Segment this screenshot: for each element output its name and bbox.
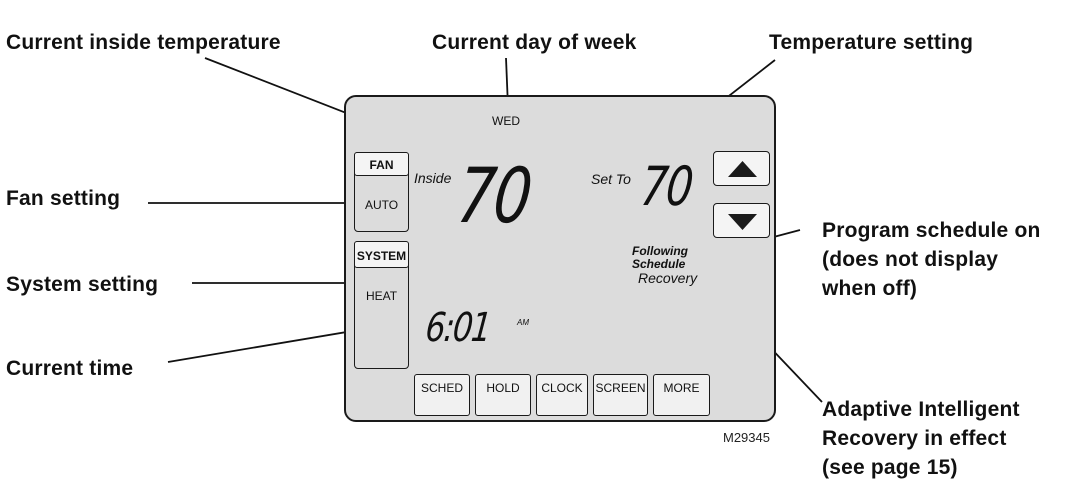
recovery-text: Recovery (638, 270, 698, 286)
callout-program-schedule-line-1: Program schedule on (822, 219, 1041, 242)
inside-label: Inside (414, 170, 452, 186)
sched-button[interactable]: SCHED (414, 374, 470, 416)
fan-value: AUTO (364, 198, 399, 212)
inside-temperature: 70 (453, 151, 536, 240)
set-temperature: 70 (637, 155, 696, 218)
callout-system-setting: System setting (6, 273, 159, 296)
callout-day-of-week: Current day of week (432, 31, 637, 54)
callout-program-schedule-line-2: (does not display (822, 248, 999, 271)
more-button[interactable]: MORE (653, 374, 710, 416)
current-time: 6:01 (423, 305, 493, 351)
callout-program-schedule-line-3: when off) (822, 277, 918, 300)
callout-adaptive-recovery-line-1: Adaptive Intelligent (822, 398, 1020, 421)
callout-adaptive-recovery: Adaptive Intelligent Recovery in effect … (822, 395, 1020, 482)
callout-adaptive-recovery-line-3: (see page 15) (822, 456, 958, 479)
screen-button[interactable]: SCREEN (593, 374, 648, 416)
thermostat-display (344, 95, 776, 422)
schedule-text: Schedule (632, 257, 686, 271)
hold-button[interactable]: HOLD (475, 374, 531, 416)
callout-inside-temperature: Current inside temperature (6, 31, 281, 54)
system-header: SYSTEM (354, 241, 409, 268)
am-pm-indicator: AM (517, 318, 529, 327)
clock-button[interactable]: CLOCK (536, 374, 588, 416)
system-value: HEAT (365, 289, 398, 303)
day-of-week: WED (492, 114, 520, 128)
temperature-down-button[interactable] (713, 203, 770, 238)
callout-program-schedule: Program schedule on (does not display wh… (822, 216, 1041, 303)
figure-id: M29345 (723, 430, 770, 445)
down-triangle-icon (728, 214, 757, 230)
set-to-label: Set To (591, 171, 631, 187)
callout-adaptive-recovery-line-2: Recovery in effect (822, 427, 1007, 450)
fan-header: FAN (354, 152, 409, 176)
following-text: Following (632, 244, 688, 258)
callout-current-time: Current time (6, 357, 134, 380)
callout-fan-setting: Fan setting (6, 187, 121, 210)
callout-temperature-setting: Temperature setting (769, 31, 974, 54)
temperature-up-button[interactable] (713, 151, 770, 186)
up-triangle-icon (728, 161, 757, 177)
